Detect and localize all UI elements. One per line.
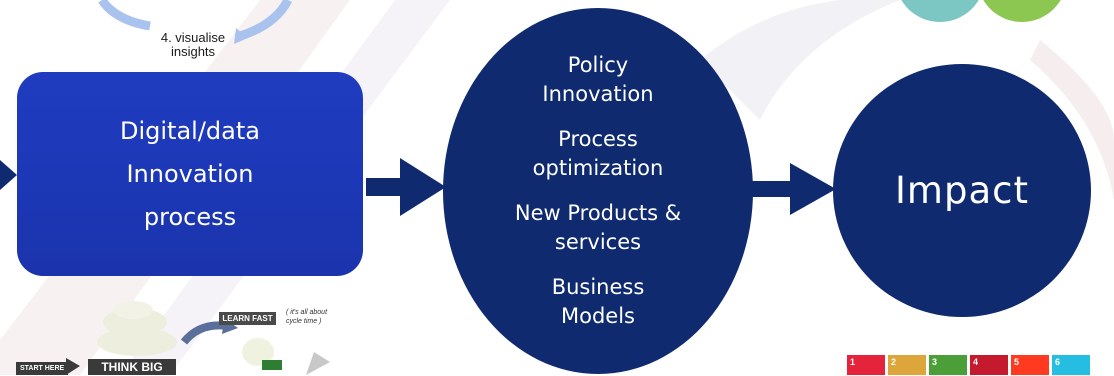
start-here-label: START HERE (16, 362, 68, 375)
outcome-line: optimization (532, 156, 664, 180)
lightbulb-icon (97, 301, 177, 356)
outcome-line: Process (558, 127, 638, 151)
sdg-tile-5: 5 (1011, 355, 1049, 375)
cycle-time-note: ( it's all about cycle time ) (286, 309, 328, 325)
cycle-arrow-icon (98, 0, 292, 44)
digital-innovation-process-box: Digital/data Innovation process (17, 72, 363, 276)
process-line-3: process (143, 202, 237, 231)
sdg-tile-1: 1 (847, 355, 885, 375)
outcomes-circle: Policy Innovation Process optimization N… (443, 8, 753, 374)
outcome-business-models: Business Models (552, 273, 645, 331)
impact-circle: Impact (833, 64, 1091, 317)
arrow-right-icon (66, 358, 80, 375)
arrow-right-icon (366, 158, 446, 216)
outcome-new-products-services: New Products & services (515, 199, 681, 257)
process-line-1: Digital/data (120, 116, 260, 145)
incoming-arrow-icon (0, 160, 17, 190)
sdg-tile-3: 3 (929, 355, 967, 375)
impact-label: Impact (895, 169, 1029, 212)
arrow-up-icon (306, 352, 330, 375)
arrow-right-icon (752, 163, 836, 215)
think-big-label: THINK BIG (88, 359, 176, 375)
data-graphic-icon (242, 338, 282, 370)
cycle-step-label: 4. visualise insights (160, 30, 226, 59)
outcome-line: Business (551, 275, 645, 299)
outcome-line: Policy (567, 53, 629, 77)
outcome-line: services (554, 230, 642, 254)
process-line-2: Innovation (126, 159, 254, 188)
outcome-line: New Products & (514, 201, 682, 225)
sdg-tile-2: 2 (888, 355, 926, 375)
learn-fast-label: LEARN FAST (219, 312, 276, 325)
outcome-line: Models (560, 304, 635, 328)
outcome-process-optimization: Process optimization (533, 125, 664, 183)
sdg-tile-4: 4 (970, 355, 1008, 375)
sdg-tile-6: 6 (1052, 355, 1090, 375)
outcome-line: Innovation (542, 82, 654, 106)
outcome-policy-innovation: Policy Innovation (542, 51, 653, 109)
